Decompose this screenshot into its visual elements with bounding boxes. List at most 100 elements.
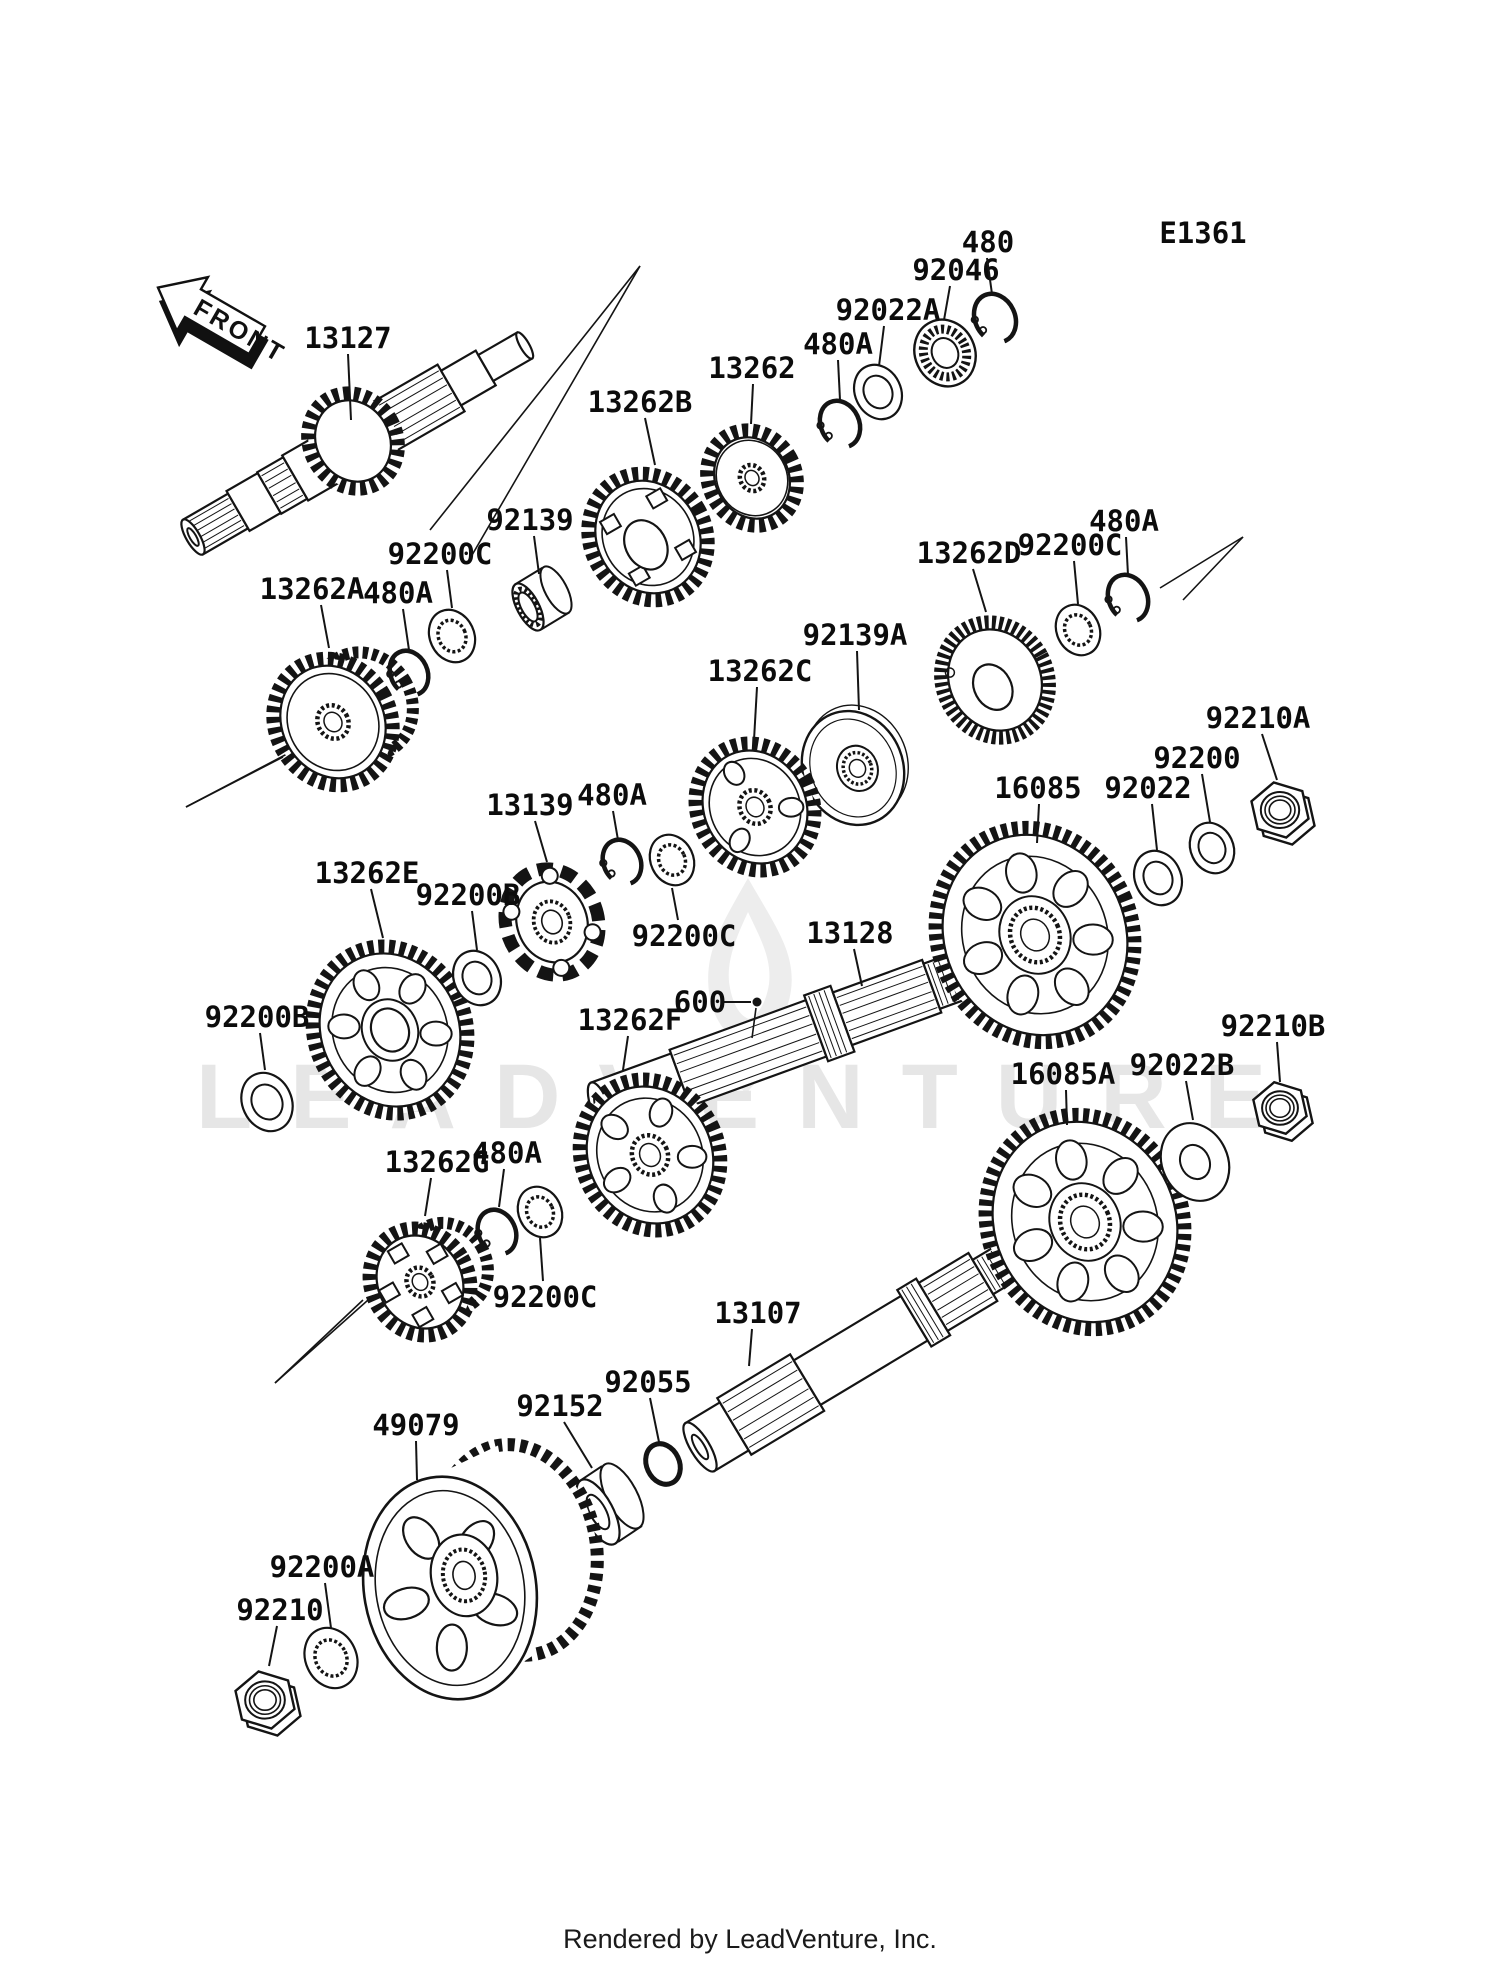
label-13262G[interactable]: 13262G	[385, 1145, 490, 1217]
part-number-92139A[interactable]: 92139A	[803, 618, 908, 652]
part-number-13262G[interactable]: 13262G	[385, 1145, 490, 1179]
label-E1361: E1361	[1159, 216, 1246, 250]
label-92139[interactable]: 92139	[486, 503, 574, 575]
part-number-92139[interactable]: 92139	[486, 503, 573, 537]
part-49079-pulley	[361, 1438, 604, 1701]
label-49079[interactable]: 49079	[372, 1408, 460, 1481]
part-number-92210B[interactable]: 92210B	[1221, 1009, 1326, 1043]
label-92022[interactable]: 92022	[1104, 771, 1192, 851]
label-480A-1[interactable]: 480A	[803, 327, 873, 401]
label-16085[interactable]: 16085	[994, 771, 1082, 844]
label-92055[interactable]: 92055	[604, 1365, 692, 1443]
label-92200C-2[interactable]: 92200C	[1018, 528, 1123, 605]
part-number-92200C-1[interactable]: 92200C	[388, 537, 493, 571]
part-number-480[interactable]: 480	[962, 225, 1014, 259]
part-number-92210[interactable]: 92210	[236, 1593, 323, 1627]
part-number-13127[interactable]: 13127	[304, 321, 391, 355]
label-92200C-1[interactable]: 92200C	[388, 537, 493, 609]
part-number-92046[interactable]: 92046	[912, 253, 999, 287]
part-number-13262A[interactable]: 13262A	[260, 572, 365, 606]
part-92139A-disc	[800, 704, 909, 827]
label-92200C-3[interactable]: 92200C	[632, 887, 737, 953]
part-number-13262[interactable]: 13262	[708, 351, 795, 385]
label-13262E[interactable]: 13262E	[315, 856, 420, 939]
part-number-13107[interactable]: 13107	[714, 1296, 801, 1330]
label-13262A[interactable]: 13262A	[260, 572, 365, 649]
part-16085	[928, 820, 1142, 1050]
part-480-clip	[970, 291, 1019, 345]
part-number-49079[interactable]: 49079	[372, 1408, 459, 1442]
part-number-480A-3[interactable]: 480A	[1089, 504, 1159, 538]
label-92152[interactable]: 92152	[516, 1389, 604, 1469]
part-number-92200A[interactable]: 92200A	[270, 1550, 375, 1584]
part-number-13262F[interactable]: 13262F	[578, 1003, 683, 1037]
part-13139-hub	[498, 862, 606, 982]
part-92200C-4-washer	[516, 1185, 564, 1239]
label-92210[interactable]: 92210	[236, 1593, 324, 1667]
label-16085A[interactable]: 16085A	[1011, 1057, 1116, 1126]
part-number-13262D[interactable]: 13262D	[917, 536, 1022, 570]
label-92139A[interactable]: 92139A	[803, 618, 908, 711]
label-13107[interactable]: 13107	[714, 1296, 802, 1367]
part-number-92022[interactable]: 92022	[1104, 771, 1191, 805]
part-number-92022A[interactable]: 92022A	[836, 293, 941, 327]
label-480A-2[interactable]: 480A	[363, 576, 433, 651]
part-13262E	[305, 939, 475, 1121]
part-number-480A-2[interactable]: 480A	[363, 576, 433, 610]
part-number-16085[interactable]: 16085	[994, 771, 1081, 805]
label-13262D[interactable]: 13262D	[917, 536, 1022, 613]
part-number-16085A[interactable]: 16085A	[1011, 1057, 1116, 1091]
part-number-92210A[interactable]: 92210A	[1206, 701, 1311, 735]
part-number-13262E[interactable]: 13262E	[315, 856, 420, 890]
part-13262B	[581, 466, 715, 608]
part-13262	[700, 423, 804, 533]
part-number-92200C-3[interactable]: 92200C	[632, 919, 737, 953]
label-92200C-4[interactable]: 92200C	[493, 1237, 598, 1314]
part-92200-washer	[1188, 821, 1236, 875]
label-600[interactable]: 600	[674, 985, 762, 1039]
part-92210B-nut	[1252, 1080, 1314, 1143]
part-number-600[interactable]: 600	[674, 985, 726, 1019]
label-92200B-2[interactable]: 92200B	[205, 1000, 310, 1071]
part-number-92022B[interactable]: 92022B	[1130, 1048, 1235, 1082]
label-13262B[interactable]: 13262B	[588, 385, 693, 466]
part-shaft-13107	[682, 1240, 1026, 1473]
part-92200C-2-washer	[1054, 603, 1102, 657]
part-480A-4-clip	[599, 837, 644, 887]
label-13139[interactable]: 13139	[486, 788, 574, 863]
label-13128[interactable]: 13128	[806, 916, 894, 987]
part-number-92200C-4[interactable]: 92200C	[493, 1280, 598, 1314]
label-92200B-1[interactable]: 92200B	[416, 878, 521, 951]
label-13127[interactable]: 13127	[304, 321, 392, 421]
part-92139-bushing	[511, 565, 573, 632]
part-number-92200[interactable]: 92200	[1153, 741, 1240, 775]
part-13262D	[934, 615, 1056, 745]
part-number-480A-5[interactable]: 480A	[472, 1136, 542, 1170]
label-480A-3[interactable]: 480A	[1089, 504, 1159, 576]
label-92022B[interactable]: 92022B	[1130, 1048, 1235, 1121]
label-13262F[interactable]: 13262F	[578, 1003, 683, 1071]
part-number-92200B-2[interactable]: 92200B	[205, 1000, 310, 1034]
label-480A-5[interactable]: 480A	[472, 1136, 542, 1208]
label-92046[interactable]: 92046	[912, 253, 1000, 321]
part-number-13128[interactable]: 13128	[806, 916, 893, 950]
label-92210B[interactable]: 92210B	[1221, 1009, 1326, 1083]
label-92200[interactable]: 92200	[1153, 741, 1241, 823]
label-92022A[interactable]: 92022A	[836, 293, 941, 367]
label-92200A[interactable]: 92200A	[270, 1550, 375, 1629]
label-92210A[interactable]: 92210A	[1206, 701, 1311, 781]
label-480A-4[interactable]: 480A	[577, 778, 647, 841]
part-number-13262B[interactable]: 13262B	[588, 385, 693, 419]
part-number-92200B-1[interactable]: 92200B	[416, 878, 521, 912]
label-13262C[interactable]: 13262C	[708, 654, 813, 741]
part-number-92152[interactable]: 92152	[516, 1389, 603, 1423]
part-number-480A-1[interactable]: 480A	[803, 327, 873, 361]
label-13262[interactable]: 13262	[708, 351, 796, 425]
part-number-13139[interactable]: 13139	[486, 788, 573, 822]
part-number-92055[interactable]: 92055	[604, 1365, 691, 1399]
footer-credit: Rendered by LeadVenture, Inc.	[563, 1924, 937, 1954]
part-number-13262C[interactable]: 13262C	[708, 654, 813, 688]
part-number-92200C-2[interactable]: 92200C	[1018, 528, 1123, 562]
label-480[interactable]: 480	[962, 225, 1014, 295]
part-number-480A-4[interactable]: 480A	[577, 778, 647, 812]
